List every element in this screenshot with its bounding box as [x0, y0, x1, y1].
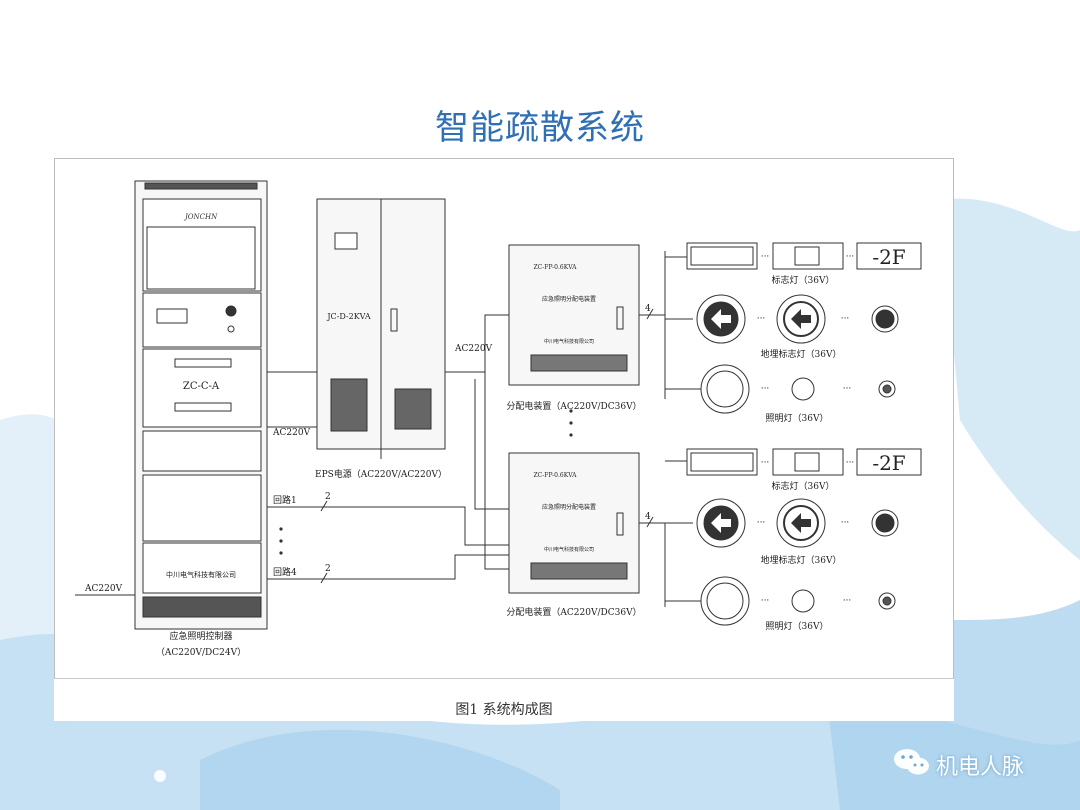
ellipsis-top-sign-2: ··· — [846, 252, 855, 262]
exit-sign-bottom-2 — [772, 448, 844, 476]
ellipsis-top-light-2: ··· — [843, 384, 852, 394]
dist-bottom-company: 中川电气科技有限公司 — [544, 546, 594, 553]
ellipsis-top-light-1: ··· — [761, 384, 770, 394]
dist-bottom-panel-title: 应急照明分配电装置 — [542, 503, 596, 511]
lighting-label-top: 照明灯（36V） — [766, 413, 829, 424]
floor-indicator-bottom: -2F — [872, 451, 905, 475]
system-diagram: JONCHN — [75, 180, 922, 658]
ellipsis-top-lamp-1: ··· — [757, 314, 766, 324]
system-diagram-figure: JONCHN — [54, 158, 954, 720]
distribution-unit-top — [508, 244, 640, 386]
ellipsis-bottom-light-1: ··· — [761, 596, 770, 606]
floor-indicator-top: -2F — [872, 245, 905, 269]
ellipsis-bottom-lamp-2: ··· — [841, 518, 850, 528]
circuit4-label: 回路4 — [273, 566, 297, 578]
slide-title: 智能疏散系统 — [435, 108, 645, 148]
lighting-top — [700, 364, 896, 414]
exit-sign-top-1 — [686, 242, 758, 270]
figure-caption: 图1 系统构成图 — [455, 702, 553, 718]
dist-top-wire-count: 4 — [645, 304, 651, 314]
exit-sign-top-2 — [772, 242, 844, 270]
dist-top-company: 中川电气科技有限公司 — [544, 338, 594, 345]
svg-text:JONCHN: JONCHN — [183, 213, 218, 221]
eps-input-label: AC220V — [272, 428, 311, 438]
controller-model: ZC-C-A — [183, 381, 220, 392]
sign-label-top: 标志灯（36V） — [772, 274, 835, 286]
ellipsis-top-lamp-2: ··· — [841, 314, 850, 324]
wechat-icon — [894, 749, 929, 775]
lighting-label-bottom: 照明灯（36V） — [766, 621, 829, 632]
dist-bottom-model: ZC-FP-0.6KVA — [534, 472, 578, 479]
ellipsis-bottom-sign-2: ··· — [846, 458, 855, 468]
dist-bottom-wire-count: 4 — [645, 512, 651, 522]
circuit1-label: 回路1 — [273, 494, 297, 506]
ellipsis-top-sign-1: ··· — [761, 252, 770, 262]
eps-output-label: AC220V — [454, 344, 493, 354]
floor-sign-top — [856, 242, 922, 270]
watermark-text: 机电人脉 — [936, 755, 1025, 780]
floor-sign-label-top: 地埋标志灯（36V） — [761, 348, 842, 360]
exit-sign-bottom-1 — [686, 448, 758, 476]
dist-top-panel-title: 应急照明分配电装置 — [542, 295, 596, 303]
ellipsis-bottom-lamp-1: ··· — [757, 518, 766, 528]
dist-bottom-name: 分配电装置（AC220V/DC36V） — [506, 606, 641, 618]
ellipsis-bottom-light-2: ··· — [843, 596, 852, 606]
controller-name: 应急照明控制器 — [169, 630, 232, 642]
controller-input-label: AC220V — [84, 584, 123, 594]
lighting-bottom — [700, 576, 896, 626]
sign-label-bottom: 标志灯（36V） — [772, 480, 835, 492]
controller-spec: （AC220V/DC24V） — [156, 647, 246, 658]
ellipsis-bottom-sign-1: ··· — [761, 458, 770, 468]
dist-top-model: ZC-FP-0.6KVA — [534, 264, 578, 271]
dist-top-name: 分配电装置（AC220V/DC36V） — [506, 400, 641, 412]
eps-model: JC-D-2KVA — [326, 312, 371, 321]
wechat-watermark: 机电人脉 — [892, 746, 1062, 780]
circuit1-wire-count: 2 — [325, 492, 331, 502]
floor-sign-label-bottom: 地埋标志灯（36V） — [761, 554, 842, 566]
circuit4-wire-count: 2 — [325, 564, 331, 574]
controller-company: 中川电气科技有限公司 — [166, 570, 236, 579]
floor-sign-bottom — [856, 448, 922, 476]
controller-cabinet: JONCHN — [134, 180, 268, 630]
eps-name: EPS电源（AC220V/AC220V） — [315, 468, 447, 480]
figure-caption-band: 图1 系统构成图 — [54, 678, 954, 721]
distribution-unit-bottom — [508, 452, 640, 594]
eps-cabinet — [316, 198, 446, 450]
